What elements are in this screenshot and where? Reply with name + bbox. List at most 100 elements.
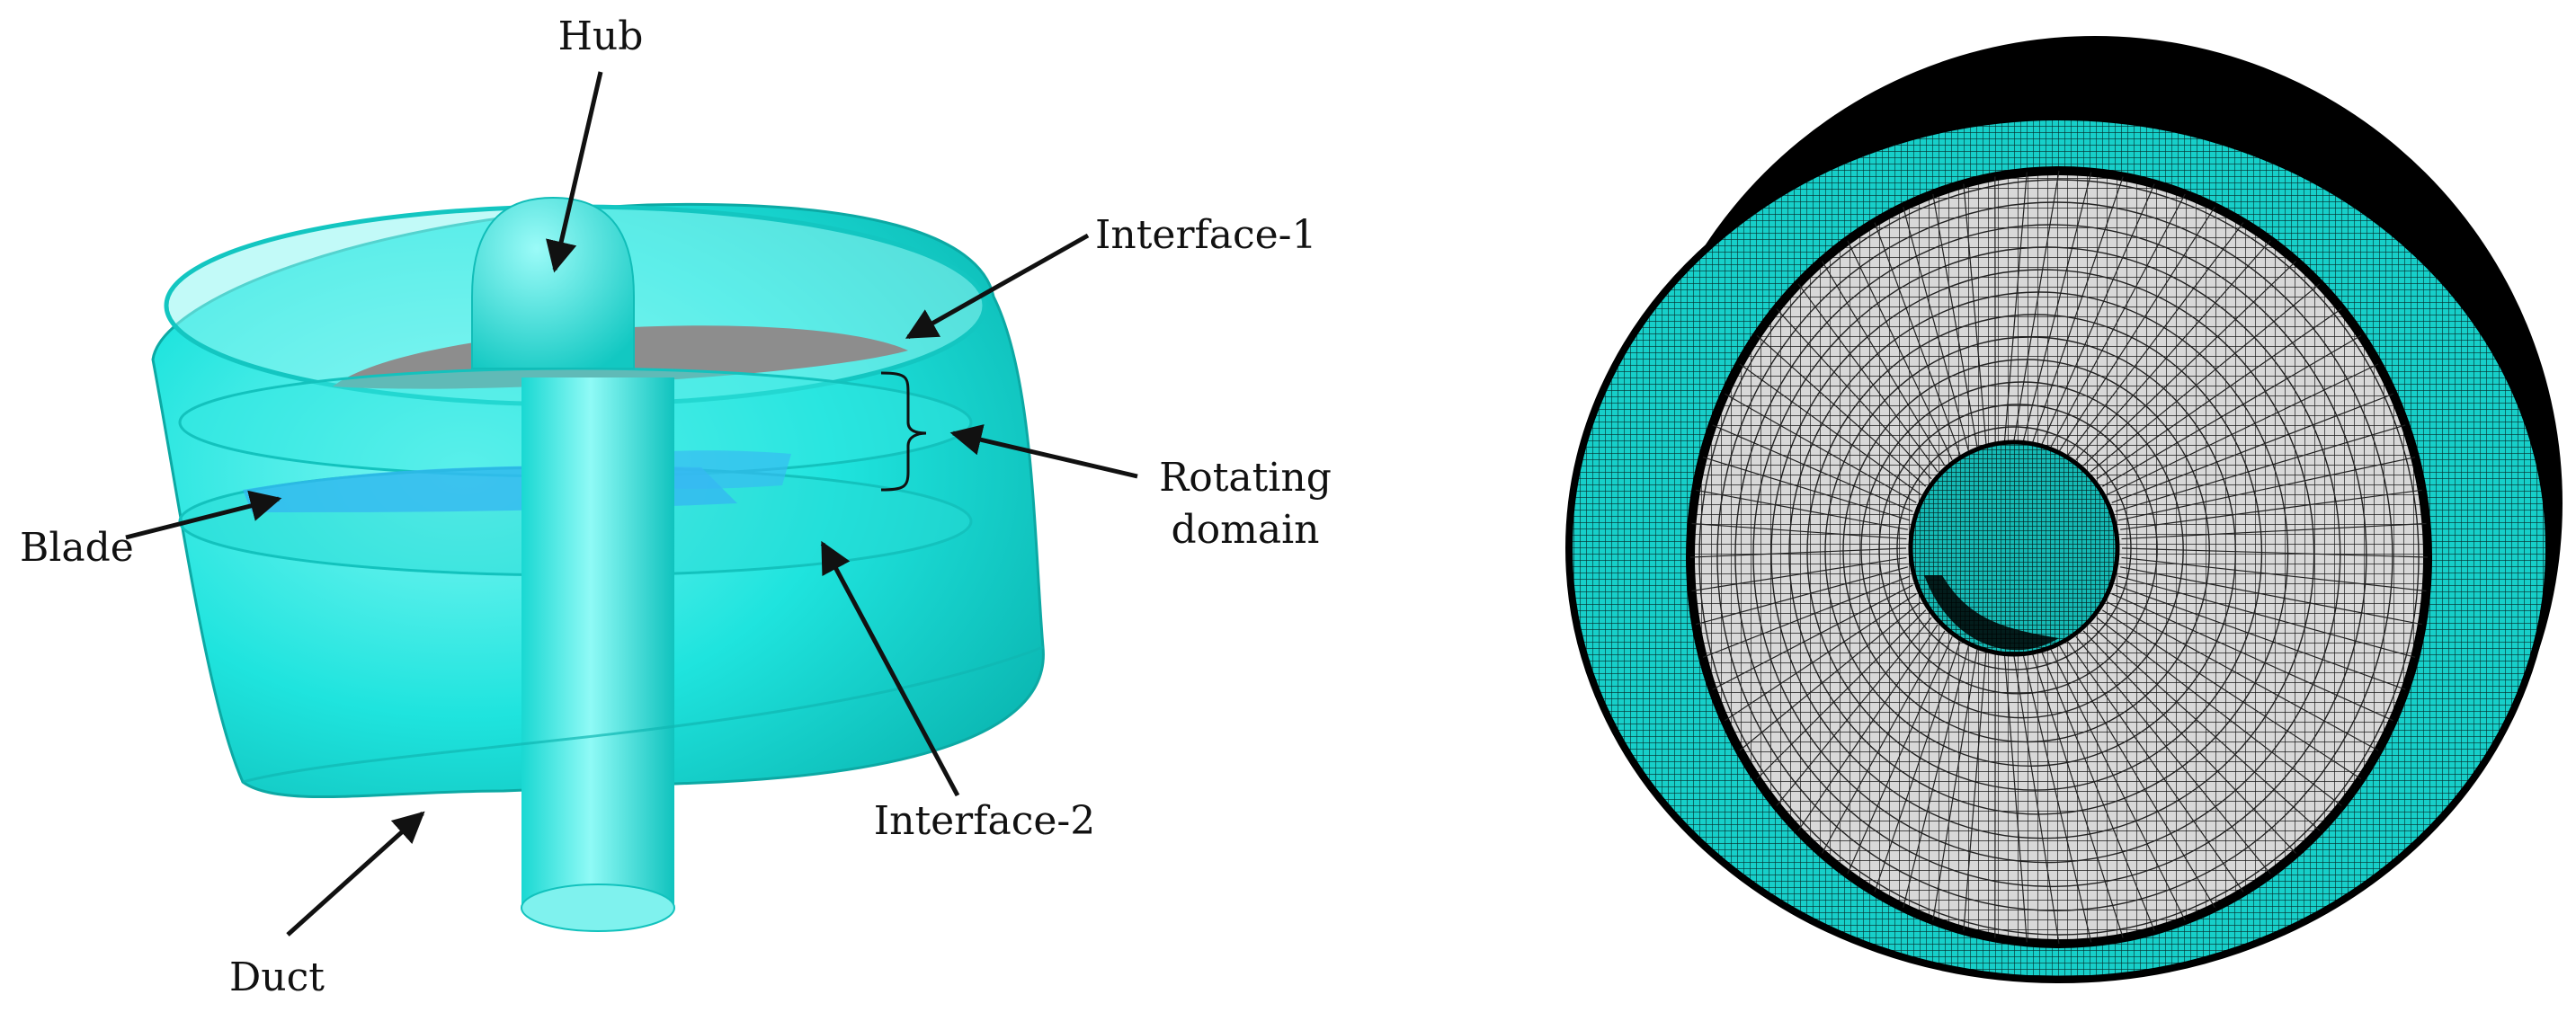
- mesh-radial-line: [2111, 593, 2393, 722]
- mesh-radial-line: [1696, 489, 1908, 530]
- mesh-ring: [1860, 381, 2184, 719]
- mesh-radial-line: [1712, 424, 1913, 512]
- mesh-radial-line: [1776, 308, 1932, 480]
- mesh-radial-line: [2115, 424, 2406, 512]
- interface-1-arrow: [905, 233, 1090, 340]
- mesh-radial-line: [2050, 193, 2186, 448]
- mesh-radial-line: [2117, 575, 2416, 658]
- mesh-radial-line: [1691, 556, 1907, 592]
- mesh-radial-line: [1725, 393, 1917, 503]
- mesh-radial-line: [2067, 641, 2244, 892]
- mesh-ring: [1896, 426, 2132, 670]
- mesh-radial-line: [1691, 522, 1907, 540]
- mesh-illustration: [1565, 36, 2563, 983]
- mesh-radial-line: [2082, 261, 2296, 466]
- mesh-radial-line: [2115, 584, 2406, 690]
- mesh-radial-line: [2041, 652, 2155, 931]
- mesh-radial-line: [2107, 363, 2379, 495]
- mesh-radial-line: [2075, 240, 2271, 461]
- duct-label: Duct: [229, 955, 325, 1000]
- mesh-ring: [1824, 336, 2237, 767]
- mesh-radial-line: [1821, 261, 1946, 466]
- mesh-radial-line: [2090, 283, 2321, 473]
- mesh-radial-line: [1874, 641, 1961, 892]
- rotating-domain-brace: [880, 371, 927, 492]
- mesh-radial-line: [1903, 645, 1969, 908]
- mesh-radial-line: [2121, 547, 2429, 558]
- interface-2-label: Interface-2: [874, 798, 1096, 844]
- mesh-radial-line: [2096, 617, 2342, 806]
- mesh-radial-line: [2022, 655, 2092, 943]
- mesh-radial-line: [1756, 334, 1927, 487]
- mesh-radial-line: [1903, 207, 1969, 451]
- mesh-radial-line: [1702, 457, 1911, 521]
- rotating-domain-arrow: [949, 424, 1138, 479]
- mesh-radial-line: [2013, 170, 2060, 441]
- mesh-radial-line: [2003, 655, 2028, 943]
- mesh-radial-line: [2032, 176, 2124, 443]
- mesh-radial-line: [2107, 601, 2379, 751]
- mesh-ring: [1752, 246, 2341, 864]
- mesh-radial-line: [1696, 566, 1908, 626]
- mesh-radial-line: [2121, 556, 2427, 592]
- mesh-radial-line: [1689, 547, 1907, 558]
- mesh-radial-line: [1776, 617, 1932, 806]
- mesh-radial-line: [1739, 363, 1921, 495]
- mesh-radial-line: [1712, 584, 1913, 690]
- leader-arrows: [125, 71, 1138, 937]
- mesh-radial-line: [2041, 183, 2155, 445]
- mesh-radial-line: [1963, 652, 1987, 931]
- mesh-radial-line: [1756, 609, 1927, 780]
- mesh-radial-line: [2117, 457, 2416, 521]
- mesh-ring: [1770, 269, 2315, 839]
- mesh-ring: [1734, 224, 2367, 888]
- mesh-radial-line: [2003, 172, 2028, 441]
- interface-2-arrow: [820, 540, 960, 797]
- mesh-radial-line: [2111, 393, 2393, 503]
- mesh-radial-line: [2120, 566, 2422, 626]
- mesh-radial-line: [1725, 593, 1917, 722]
- mesh-radial-line: [2050, 649, 2186, 921]
- mesh-radial-line: [1932, 649, 1978, 921]
- mesh-radial-line: [1847, 636, 1953, 875]
- blade-arrow: [125, 490, 282, 540]
- geometry-illustration: [151, 196, 1045, 932]
- mesh-radial-line: [1963, 183, 1987, 445]
- mesh-radial-line: [1847, 240, 1953, 460]
- mesh-radial-line: [1821, 630, 1946, 854]
- mesh-ring: [1842, 359, 2210, 743]
- shaft: [521, 377, 674, 908]
- mesh-ring: [1878, 404, 2158, 695]
- mesh-rings: [1698, 179, 2420, 936]
- mesh-radial-line: [2120, 489, 2422, 530]
- mesh-radial-line: [2059, 645, 2215, 909]
- mesh-radial-line: [1797, 624, 1939, 831]
- labels: Hub Interface-1 Rotating domain Blade In…: [20, 13, 1332, 1000]
- mesh-radial-line: [2075, 635, 2271, 875]
- mesh-radial-line: [2032, 653, 2124, 938]
- blade-label: Blade: [20, 525, 134, 571]
- rotating-domain-label-line2: domain: [1171, 507, 1319, 553]
- mesh-radial-line: [1739, 601, 1921, 751]
- mesh-radial-line: [2101, 609, 2362, 780]
- mesh-ring: [1716, 201, 2393, 911]
- hub-label: Hub: [558, 13, 644, 59]
- mesh-radial-line: [1874, 222, 1961, 456]
- mesh-radial-line: [1797, 283, 1939, 473]
- mesh-radial-line: [2121, 522, 2427, 540]
- rotating-domain-label-line1: Rotating: [1159, 455, 1332, 501]
- mesh-hub-shadow: [1924, 575, 2059, 651]
- mesh-radial-line: [2090, 624, 2321, 831]
- hub-arrow: [546, 71, 603, 273]
- mesh-ring: [1806, 314, 2263, 791]
- mesh-radial-line: [2082, 630, 2296, 854]
- mesh-radial-line: [2013, 655, 2060, 945]
- mesh-radial-line: [1702, 575, 1911, 658]
- mesh-radial-line: [1932, 193, 1978, 448]
- mesh-ring: [1698, 179, 2420, 936]
- mesh-radial-line: [2067, 222, 2244, 456]
- interface-1-label: Interface-1: [1095, 212, 1317, 258]
- mesh-hub: [1908, 440, 2120, 657]
- duct-bottom-rim: [242, 645, 1044, 784]
